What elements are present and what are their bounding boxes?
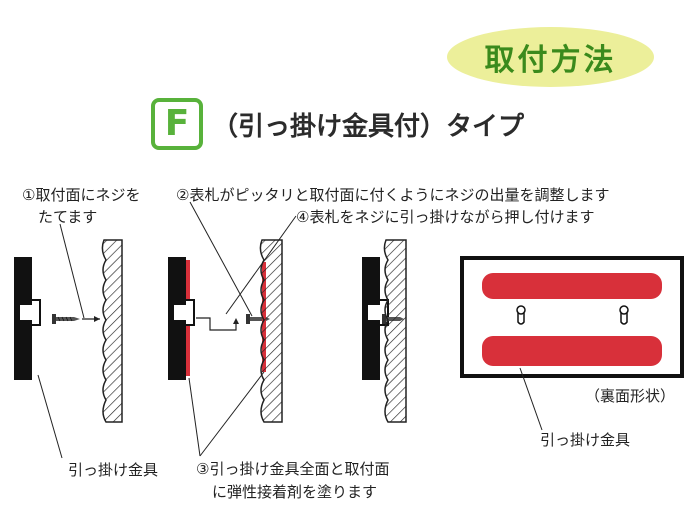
step3-label-line1: ③引っ掛け金具全面と取付面 (196, 460, 390, 478)
adhesive-on-bracket (186, 260, 190, 300)
hook-bracket-2 (186, 299, 195, 326)
leader-step2 (189, 201, 253, 317)
hook-label-right: 引っ掛け金具 (540, 431, 631, 449)
screw-1 (52, 314, 80, 324)
step3-label-line2: に弾性接着剤を塗ります (212, 483, 378, 501)
type-letter-box: F (151, 98, 203, 150)
nameplate-side-1 (14, 257, 32, 380)
adhesive-strip-bottom (482, 336, 662, 366)
leader-step3-b (199, 371, 265, 457)
hook-bracket-1 (32, 299, 41, 326)
nameplate-side-2 (168, 257, 186, 380)
back-view-panel (460, 256, 684, 378)
back-view-label: （裏面形状） (585, 387, 676, 405)
leader-step1 (59, 223, 85, 319)
step1-label-line1: ①取付面にネジを (22, 186, 141, 204)
leader-hook-left (37, 374, 63, 459)
figure-1-screw-into-wall (14, 239, 123, 423)
hook-label-left: 引っ掛け金具 (68, 461, 159, 479)
arrow-2 (196, 317, 237, 331)
keyhole-slot-left (516, 305, 526, 325)
type-letter: F (164, 103, 190, 144)
adhesive-strip-top (482, 273, 662, 299)
step4-label: ④表札をネジに引っ掛けながら押し付けます (296, 208, 595, 226)
leader-lines (37, 201, 543, 459)
figure-2-adhesive-and-screw (168, 239, 283, 423)
type-subtitle: （引っ掛け金具付）タイプ (212, 112, 525, 142)
wall-3 (383, 239, 407, 423)
page-title: 取付方法 (484, 43, 617, 78)
keyhole-slot-right (619, 305, 629, 325)
leader-step4 (225, 215, 297, 315)
leader-step3-a (188, 377, 201, 457)
wall-2 (259, 239, 283, 423)
wall-1 (101, 239, 123, 423)
nameplate-side-3 (362, 257, 380, 380)
leader-hook-right (519, 367, 543, 431)
figure-3-hung-on-screw (362, 239, 407, 423)
step1-label-line2: たてます (38, 208, 98, 226)
step2-label: ②表札がピッタリと取付面に付くようにネジの出量を調整します (176, 186, 610, 204)
title-badge: 取付方法 (447, 27, 654, 87)
